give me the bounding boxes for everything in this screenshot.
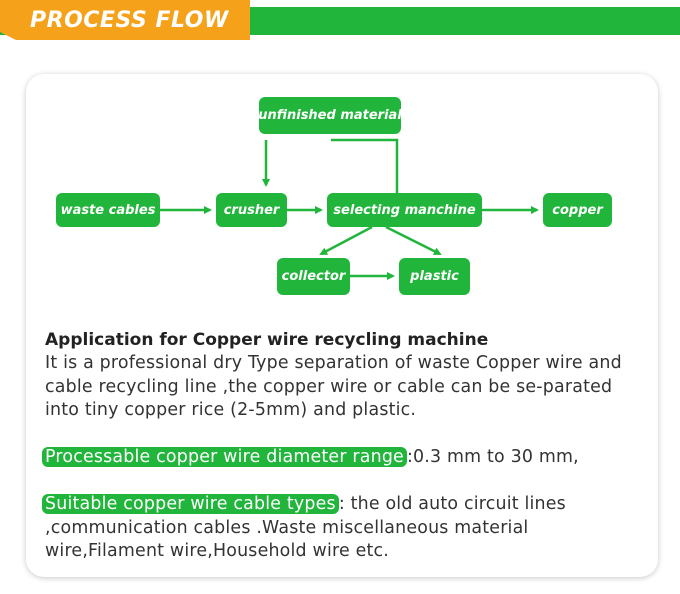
cable-types-value: : the old auto circuit lines ,communicat… (45, 494, 566, 561)
arrow-selecting-collector (319, 225, 373, 256)
section-tab: PROCESS FLOW (0, 0, 250, 40)
cable-types-label: Suitable copper wire cable types (42, 494, 339, 514)
node-collector: collector (277, 258, 350, 295)
diameter-range-value: :0.3 mm to 30 mm, (406, 447, 579, 467)
node-plastic: plastic (399, 258, 470, 295)
diameter-range-label: Processable copper wire diameter range (42, 447, 407, 467)
application-description: It is a professional dry Type separation… (45, 353, 622, 420)
arrow-selecting-plastic (385, 225, 442, 256)
node-copper: copper (543, 193, 612, 227)
section-title: PROCESS FLOW (30, 7, 229, 33)
application-heading: Application for Copper wire recycling ma… (45, 330, 489, 350)
loop-selecting-unfinished (331, 138, 399, 193)
node-selecting-machine: selecting manchine (327, 193, 482, 227)
node-unfinished-material: unfinished material (258, 97, 402, 134)
diameter-range-line: Processable copper wire diameter range:0… (42, 446, 645, 470)
cable-types-line: Suitable copper wire cable types: the ol… (42, 493, 645, 564)
node-crusher: crusher (216, 193, 287, 227)
content-card (26, 74, 658, 577)
node-waste-cables: waste cables (56, 193, 160, 227)
